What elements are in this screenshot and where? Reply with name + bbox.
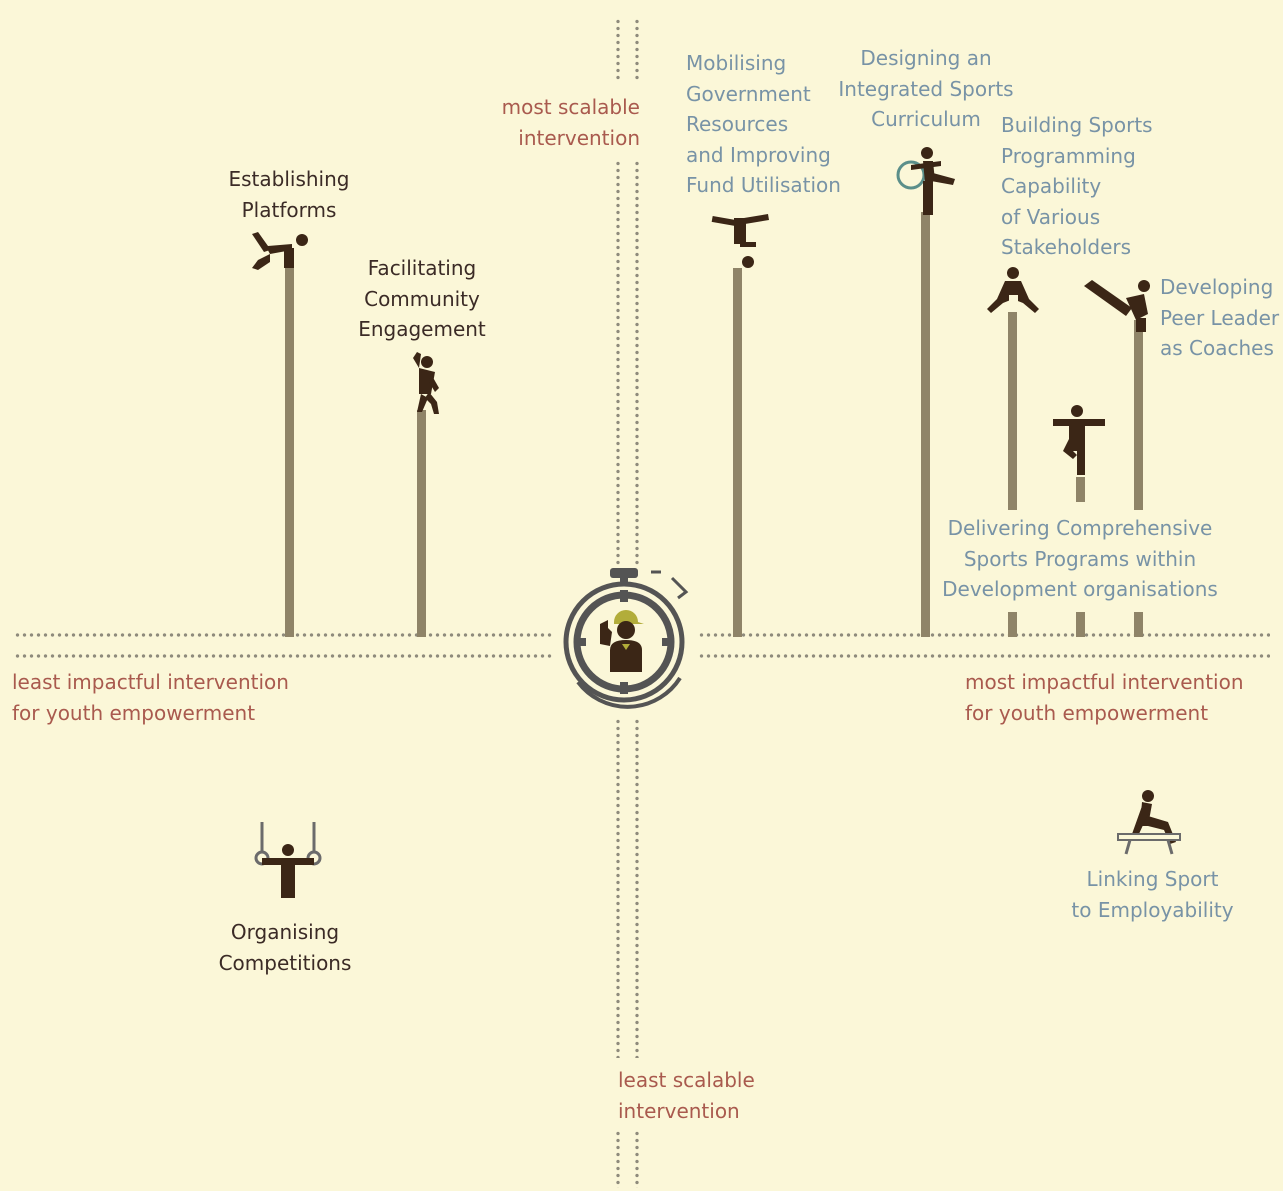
label-delivering-programs: Delivering Comprehensive Sports Programs…	[942, 516, 1218, 601]
pole-mobilising-government	[733, 268, 742, 637]
hoop-dancer-icon	[896, 147, 955, 215]
axis-label-bottom: least scalable intervention	[618, 1068, 755, 1123]
horizontal-axis-upper-right	[698, 633, 1270, 637]
pole-developing-peer-leader-base	[1134, 612, 1143, 637]
vault-figure-icon	[1117, 790, 1181, 855]
horizontal-axis-lower-left	[14, 654, 554, 658]
label-establishing-platforms: Establishing Platforms	[228, 167, 350, 222]
pole-establishing-platforms	[285, 262, 294, 637]
vertical-axis-top-a	[616, 18, 620, 80]
label-organising-competitions: Organising Competitions	[218, 920, 352, 975]
stopwatch-coach-icon	[563, 568, 689, 709]
rings-gymnast-icon	[254, 822, 322, 898]
pole-delivering-programs-base	[1076, 612, 1085, 637]
axis-label-right: most impactful intervention for youth em…	[965, 670, 1244, 725]
horizontal-axis-lower-right	[698, 654, 1270, 658]
label-mobilising-government: Mobilising Government Resources and Impr…	[686, 51, 841, 197]
vertical-axis-bottom-b	[635, 1130, 639, 1188]
diving-figure-icon	[1084, 280, 1150, 332]
vertical-axis-low-b	[635, 718, 639, 1058]
label-building-capability: Building Sports Programming Capability o…	[1001, 113, 1153, 259]
pole-designing-curriculum	[921, 212, 930, 637]
label-linking-sport: Linking Sport to Employability	[1071, 867, 1234, 922]
pole-building-capability-base	[1008, 612, 1017, 637]
label-facilitating-community: Facilitating Community Engagement	[358, 256, 486, 341]
label-developing-peer-leader: Developing Peer Leader as Coaches	[1160, 275, 1280, 360]
handstand-figure-icon	[711, 214, 769, 268]
axis-label-left: least impactful intervention for youth e…	[12, 670, 289, 725]
crawling-figure-icon	[252, 232, 308, 270]
pommel-horse-figure-icon	[987, 267, 1039, 313]
balancing-figure-icon	[1053, 405, 1105, 475]
pole-developing-peer-leader	[1134, 320, 1143, 510]
pole-building-capability	[1008, 312, 1017, 510]
vertical-axis-mid-b	[635, 160, 639, 565]
vertical-axis-top-b	[635, 18, 639, 80]
axis-label-top: most scalable intervention	[501, 95, 640, 150]
label-designing-curriculum: Designing an Integrated Sports Curriculu…	[838, 46, 1014, 131]
vertical-axis-mid-a	[616, 160, 620, 565]
vertical-axis-bottom-a	[616, 1130, 620, 1188]
pole-facilitating-community	[417, 410, 426, 637]
vertical-axis-low-a	[616, 718, 620, 1058]
climbing-figure-icon	[413, 352, 439, 414]
pole-delivering-programs	[1076, 477, 1085, 502]
horizontal-axis-upper-left	[14, 633, 554, 637]
